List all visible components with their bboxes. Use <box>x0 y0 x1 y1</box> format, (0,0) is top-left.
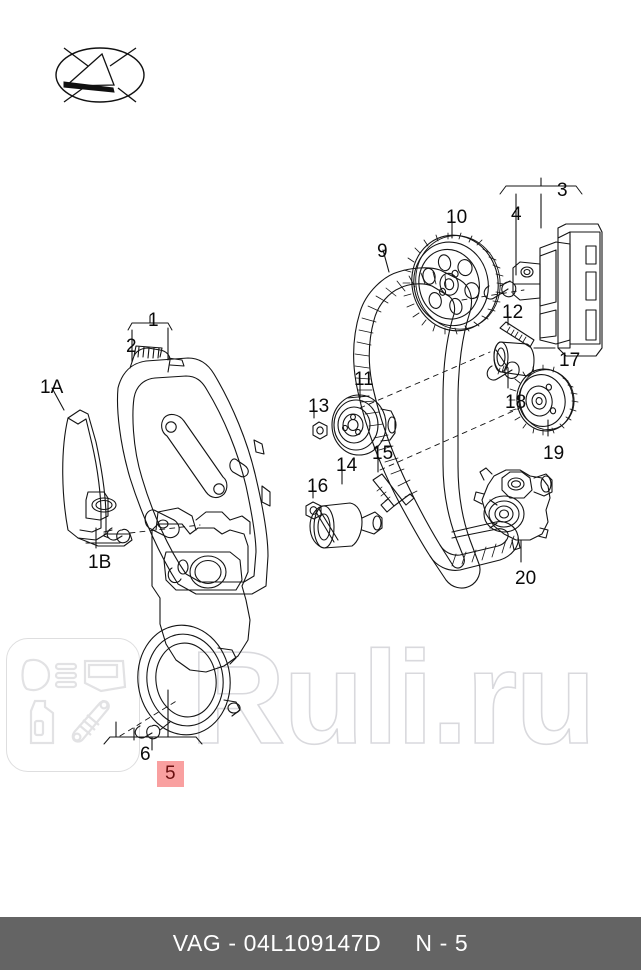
callout-18: 18 <box>505 392 527 413</box>
callout-2: 2 <box>126 336 137 357</box>
callout-17: 17 <box>559 350 581 371</box>
callout-13: 13 <box>308 396 330 417</box>
callout-19: 19 <box>543 443 565 464</box>
callout-16: 16 <box>307 476 329 497</box>
callout-3: 3 <box>557 180 568 201</box>
page-reference-text: N - 5 <box>415 930 469 956</box>
callout-9: 9 <box>377 241 388 262</box>
callout-10: 10 <box>446 207 468 228</box>
callout-11: 11 <box>354 369 374 390</box>
callout-1b: 1B <box>88 552 112 573</box>
part-number-text: VAG - 04L109147D <box>172 930 382 956</box>
exploded-parts-drawing <box>51 177 603 751</box>
callout-14: 14 <box>336 455 358 476</box>
callout-6: 6 <box>140 744 151 765</box>
callout-1a: 1A <box>40 377 64 398</box>
callout-1: 1 <box>148 310 159 331</box>
callout-5-highlighted[interactable]: 5 <box>157 761 184 787</box>
view-direction-symbol <box>52 36 148 114</box>
footer-bar: VAG - 04L109147D N - 5 <box>0 917 641 970</box>
callout-4: 4 <box>511 204 522 225</box>
callout-15: 15 <box>372 443 394 464</box>
callout-20: 20 <box>515 568 537 589</box>
callout-12: 12 <box>502 302 524 323</box>
